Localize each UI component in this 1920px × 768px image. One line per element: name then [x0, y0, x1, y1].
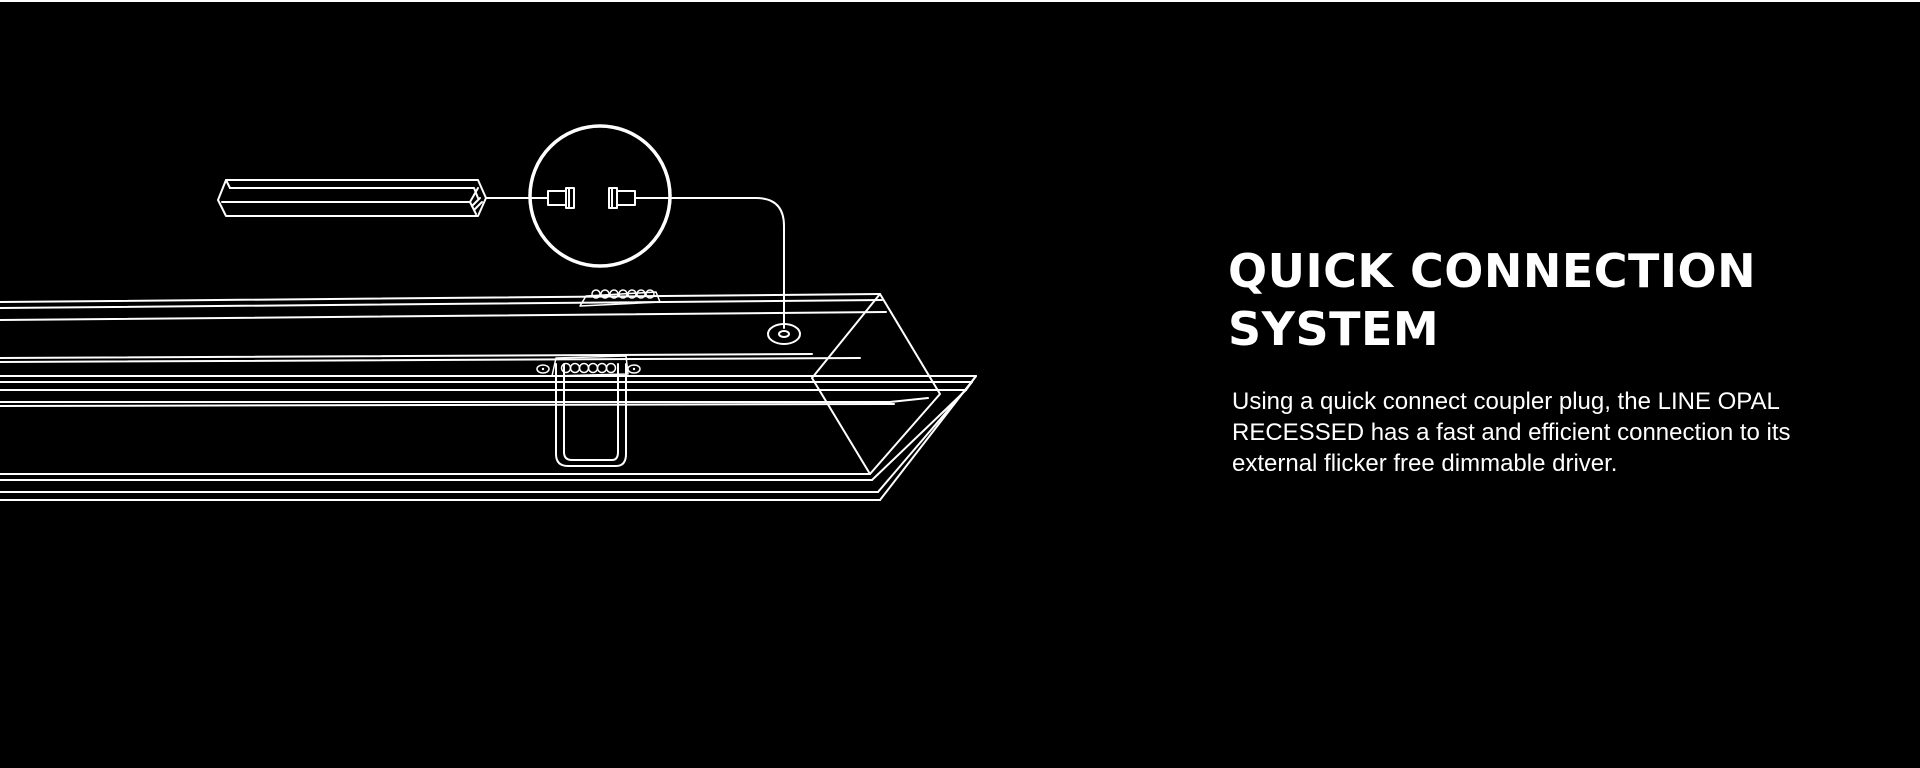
feature-title: QUICK CONNECTION SYSTEM [1228, 242, 1788, 358]
luminaire-cable [669, 197, 785, 329]
feature-title-line-1: QUICK CONNECTION [1228, 244, 1757, 298]
feature-text-block: QUICK CONNECTION SYSTEM Using a quick co… [1228, 242, 1791, 479]
magnifier-circle-icon [528, 124, 672, 268]
feature-description: Using a quick connect coupler plug, the … [1232, 388, 1791, 477]
product-illustration [0, 2, 1000, 562]
luminaire-profile-icon [0, 289, 977, 501]
coupler-plug-icon [529, 187, 671, 209]
feature-title-line-2: SYSTEM [1228, 302, 1440, 356]
driver-box-icon [217, 179, 487, 217]
luminaire-line-drawing [0, 124, 977, 501]
